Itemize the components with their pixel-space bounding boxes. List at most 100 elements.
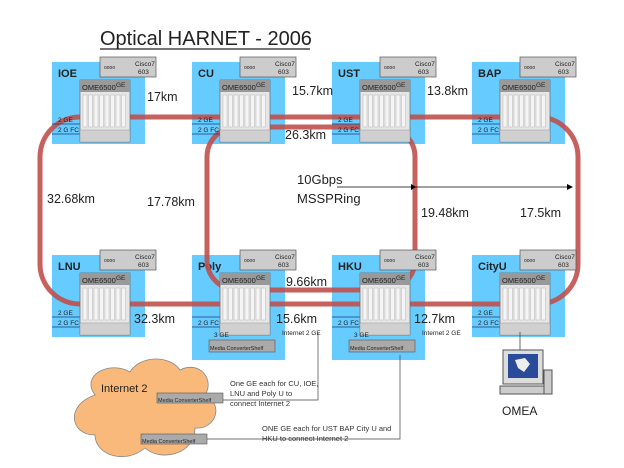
cisco-label-2: 603 bbox=[418, 69, 429, 76]
media-shelf-label: Media ConverterShelf bbox=[350, 346, 404, 352]
two-ge-label: 2 GE bbox=[58, 310, 73, 317]
cisco-label-1: Cisco7 bbox=[135, 254, 155, 261]
cisco-router-icon bbox=[379, 56, 437, 78]
svg-text:Media ConverterShelf: Media ConverterShelf bbox=[158, 398, 212, 404]
cisco-label-2: 603 bbox=[558, 262, 569, 269]
cisco-label-1: Cisco7 bbox=[275, 254, 295, 261]
media-shelf-cloud-2: Media ConverterShelf bbox=[140, 433, 208, 445]
cisco-router-icon bbox=[519, 249, 577, 271]
ge-label: GE bbox=[536, 82, 546, 89]
svg-text:Media ConverterShelf: Media ConverterShelf bbox=[142, 439, 196, 445]
two-ge-label: 2 GE bbox=[198, 117, 213, 124]
router-ports: oooo bbox=[524, 258, 535, 264]
two-gfc-label: 2 G FC bbox=[58, 127, 79, 134]
router-ports: oooo bbox=[104, 258, 115, 264]
two-gfc-label: 2 G FC bbox=[198, 320, 219, 327]
internet2-label: Internet 2 bbox=[101, 383, 147, 395]
note1-line2: LNU and Poly U to bbox=[230, 389, 292, 398]
link-cu-ust: 15.7km bbox=[292, 84, 333, 98]
cisco-label-2: 603 bbox=[138, 262, 149, 269]
router-ports: oooo bbox=[524, 65, 535, 71]
ring-type: MSSPRing bbox=[297, 191, 361, 206]
note1-line3: connect Internet 2 bbox=[230, 399, 290, 408]
cisco-router-icon bbox=[239, 56, 297, 78]
cisco-label-1: Cisco7 bbox=[275, 61, 295, 68]
cisco-label-1: Cisco7 bbox=[135, 61, 155, 68]
cisco-label-1: Cisco7 bbox=[555, 61, 575, 68]
link-hku-cityu: 12.7km bbox=[414, 312, 455, 326]
outer-ring bbox=[37, 114, 581, 307]
site-name: HKU bbox=[338, 261, 362, 273]
cisco-router-icon bbox=[99, 56, 157, 78]
internet2-line-2 bbox=[207, 355, 401, 440]
cisco-label-2: 603 bbox=[138, 69, 149, 76]
link-lnu-poly: 32.3km bbox=[134, 312, 175, 326]
ge-label: GE bbox=[256, 275, 266, 282]
link-ioe-cu: 17km bbox=[147, 90, 178, 104]
ome-label: OME6500 bbox=[82, 276, 116, 285]
link-poly-hku-inner: 9.66km bbox=[286, 275, 327, 289]
cisco-router-icon bbox=[239, 249, 297, 271]
internet2-ge-label: Internet 2 GE bbox=[282, 330, 321, 337]
site-name: CU bbox=[198, 68, 214, 80]
site-name: LNU bbox=[58, 261, 81, 273]
two-gfc-label: 2 G FC bbox=[58, 320, 79, 327]
ome-label: OME6500 bbox=[222, 83, 256, 92]
link-poly-hku: 15.6km bbox=[276, 312, 317, 326]
media-shelf-cloud-1: Media ConverterShelf bbox=[156, 392, 224, 404]
router-ports: oooo bbox=[384, 65, 395, 71]
site-name: BAP bbox=[478, 68, 501, 80]
two-ge-label: 2 GE bbox=[338, 117, 353, 124]
link-cu-poly: 17.78km bbox=[147, 195, 195, 209]
cisco-label-2: 603 bbox=[558, 69, 569, 76]
media-shelf-label: Media ConverterShelf bbox=[210, 346, 264, 352]
cisco-label-1: Cisco7 bbox=[415, 61, 435, 68]
cisco-label-1: Cisco7 bbox=[555, 254, 575, 261]
omea-computer-icon bbox=[499, 332, 553, 395]
ome-label: OME6500 bbox=[222, 276, 256, 285]
ge-label: GE bbox=[256, 82, 266, 89]
ge-label: GE bbox=[116, 275, 126, 282]
two-ge-label: 2 GE bbox=[478, 310, 493, 317]
media-converter-shelf-icon bbox=[208, 339, 276, 353]
site-name: CityU bbox=[478, 261, 507, 273]
note2-line1: ONE GE each for UST BAP City U and bbox=[262, 424, 391, 433]
link-ust-hku: 19.48km bbox=[421, 206, 469, 220]
cisco-label-2: 603 bbox=[278, 262, 289, 269]
omea-label: OMEA bbox=[502, 404, 537, 418]
media-converter-shelf-icon bbox=[348, 339, 416, 353]
router-ports: oooo bbox=[104, 65, 115, 71]
ome-label: OME6500 bbox=[502, 276, 536, 285]
two-gfc-label: 2 G FC bbox=[198, 127, 219, 134]
router-ports: oooo bbox=[384, 258, 395, 264]
two-ge-label: 2 GE bbox=[58, 117, 73, 124]
ome-label: OME6500 bbox=[82, 83, 116, 92]
ome-label: OME6500 bbox=[502, 83, 536, 92]
two-ge-label: 2 GE bbox=[478, 117, 493, 124]
ge-label: GE bbox=[116, 82, 126, 89]
arrow-head bbox=[567, 184, 573, 190]
cisco-router-icon bbox=[379, 249, 437, 271]
two-gfc-label: 2 G FC bbox=[478, 320, 499, 327]
ring-speed: 10Gbps bbox=[297, 172, 343, 187]
router-ports: oooo bbox=[244, 258, 255, 264]
internet2-line-1 bbox=[223, 333, 319, 401]
link-bap-cityu: 17.5km bbox=[520, 206, 561, 220]
cisco-router-icon bbox=[519, 56, 577, 78]
note1-line1: One GE each for CU, IOE, bbox=[230, 379, 318, 388]
ge-label: GE bbox=[536, 275, 546, 282]
internet2-cloud bbox=[73, 358, 217, 458]
three-ge-label: 3 GE bbox=[354, 332, 369, 339]
arrow-head bbox=[411, 184, 416, 190]
site-name: IOE bbox=[58, 68, 77, 80]
note2-line2: HKU to connect Internet 2 bbox=[262, 434, 348, 443]
